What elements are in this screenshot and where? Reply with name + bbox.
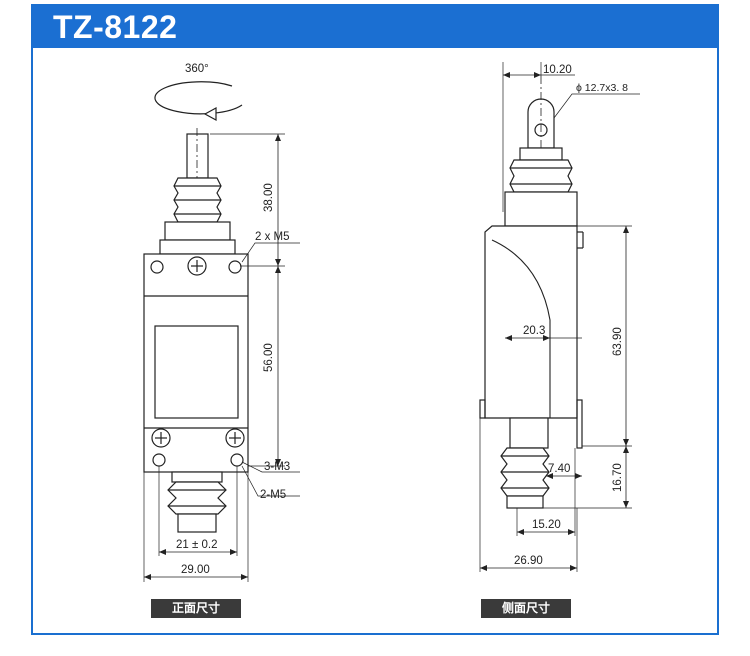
rotation-arrow	[154, 81, 243, 122]
side-body	[484, 225, 578, 419]
side-view	[479, 62, 640, 572]
dim-total-width: 26.90	[514, 555, 543, 567]
dim-hole-spacing: 21 ± 0.2	[176, 539, 217, 551]
front-view-label: 正面尺寸	[151, 599, 241, 618]
top-screw	[187, 256, 207, 276]
dim-boot-offset: 7.40	[548, 463, 570, 475]
plunger	[186, 133, 209, 179]
rotation-label: 360°	[185, 63, 209, 75]
bottom-right-screw	[225, 428, 245, 448]
side-view-label: 侧面尺寸	[481, 599, 571, 618]
dim-body-height-side: 63.90	[612, 327, 624, 356]
top-left-hole	[150, 260, 164, 274]
dim-body-width: 29.00	[181, 564, 210, 576]
bottom-bellows	[167, 471, 227, 533]
dim-bottom-screw: 3-M3	[264, 461, 290, 473]
page-title: TZ-8122	[53, 9, 178, 45]
front-view	[143, 81, 300, 582]
front-window	[154, 325, 239, 419]
top-bellows	[173, 177, 222, 223]
dim-boot-height: 16.70	[612, 463, 624, 492]
dim-inner-width: 20.3	[523, 325, 545, 337]
dim-boot-width: 15.20	[532, 519, 561, 531]
dim-mount-hole: 2 x M5	[255, 231, 290, 243]
header-bar: TZ-8122	[33, 6, 717, 48]
top-right-hole	[228, 260, 242, 274]
dim-body-height: 56.00	[263, 343, 275, 372]
side-top-bellows	[504, 147, 578, 227]
dim-roller-size: ϕ 12.7x3. 8	[576, 82, 628, 94]
dim-roller-offset: 10.20	[543, 64, 572, 76]
side-bottom-bellows	[500, 417, 550, 509]
bottom-left-screw	[151, 428, 171, 448]
dim-plunger-height: 38.00	[263, 183, 275, 212]
dim-bottom-hole: 2-M5	[260, 489, 286, 501]
